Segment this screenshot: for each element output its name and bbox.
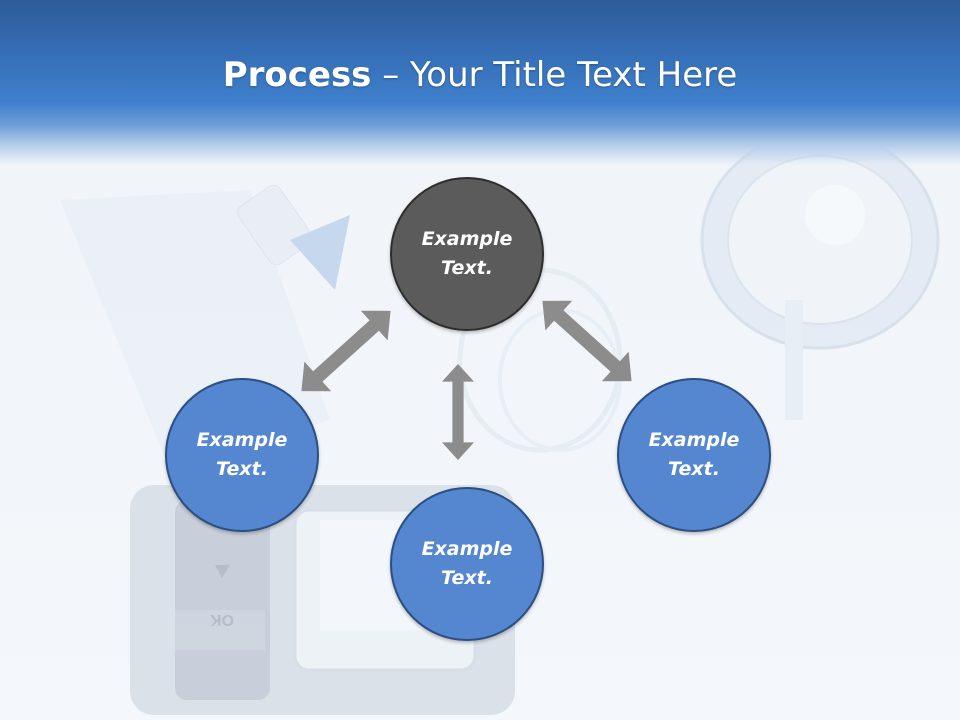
slide-title: Process – Your Title Text Here [0,52,960,98]
reservoir-shape [700,130,940,420]
title-bar [0,0,960,165]
node-label: Example Text. [421,228,513,279]
double-arrow-icon [288,295,404,407]
svg-text:OK: OK [210,611,234,628]
process-node-top[interactable]: Example Text. [390,177,544,331]
vial-shape [237,184,350,290]
title-bold: Process [222,55,372,95]
double-arrow-icon [529,285,645,397]
process-node-left[interactable]: Example Text. [165,378,319,532]
node-label: Example Text. [648,429,740,480]
title-rest: – Your Title Text Here [371,55,738,95]
process-node-bottom[interactable]: Example Text. [390,487,544,641]
node-label: Example Text. [421,538,513,589]
process-node-right[interactable]: Example Text. [617,378,771,532]
double-arrow-icon [442,364,474,460]
node-label: Example Text. [196,429,288,480]
